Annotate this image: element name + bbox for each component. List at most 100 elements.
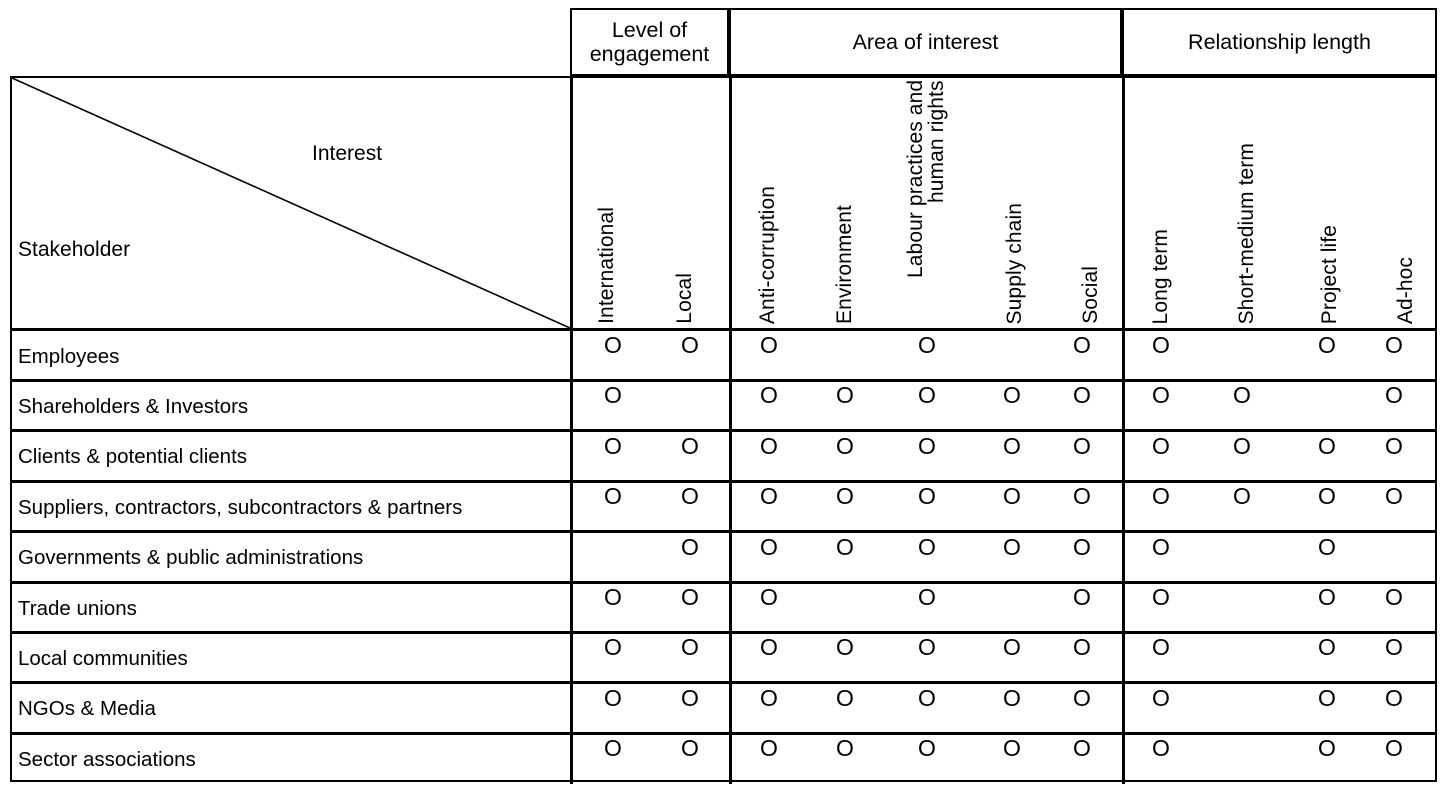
mark-cell: O bbox=[760, 584, 778, 610]
subheader-long-term: Long term bbox=[1149, 228, 1172, 324]
mark-cell: O bbox=[1318, 684, 1336, 711]
mark-cell: O bbox=[1003, 634, 1021, 661]
mark-cell: O bbox=[604, 584, 622, 610]
mark-cell: O bbox=[1152, 483, 1170, 510]
mark-cell: O bbox=[1152, 432, 1170, 459]
mark-cell: O bbox=[1073, 432, 1091, 459]
subheader-ad-hoc: Ad-hoc bbox=[1394, 256, 1417, 324]
mark-cell: O bbox=[918, 332, 936, 358]
mark-cell: O bbox=[836, 432, 854, 459]
mark-cell: O bbox=[681, 584, 699, 610]
matrix-table-body: Interest Stakeholder International Local… bbox=[10, 76, 1437, 785]
mark-cell: O bbox=[1073, 533, 1091, 560]
group-header-row: Level of engagement Area of interest Rel… bbox=[10, 8, 1437, 76]
mark-cell: O bbox=[1152, 634, 1170, 661]
mark-cell: O bbox=[1385, 684, 1403, 711]
mark-cell: O bbox=[918, 382, 936, 409]
mark-cell: O bbox=[1073, 382, 1091, 409]
mark-cell: O bbox=[760, 735, 778, 762]
mark-cell: O bbox=[1152, 382, 1170, 409]
subheader-project-life: Project life bbox=[1318, 224, 1341, 324]
mark-cell: O bbox=[836, 483, 854, 510]
matrix-grid: Level of engagement Area of interest Rel… bbox=[10, 8, 1437, 785]
mark-cell: O bbox=[760, 533, 778, 560]
subheader-environment: Environment bbox=[833, 205, 856, 324]
mark-cell: O bbox=[918, 634, 936, 661]
mark-cell: O bbox=[1318, 332, 1336, 358]
mark-cell: O bbox=[604, 332, 622, 358]
row-label: Trade unions bbox=[18, 596, 137, 620]
mark-cell: O bbox=[836, 634, 854, 661]
mark-cell: O bbox=[1385, 634, 1403, 661]
row-label: Clients & potential clients bbox=[18, 445, 248, 469]
mark-cell: O bbox=[1233, 432, 1251, 459]
mark-cell: O bbox=[1073, 735, 1091, 762]
mark-cell: O bbox=[760, 483, 778, 510]
table-row: Suppliers, contractors, subcontractors &… bbox=[12, 482, 1435, 534]
mark-cell: O bbox=[1385, 735, 1403, 762]
mark-cell: O bbox=[1318, 735, 1336, 762]
corner-header-cell: Interest Stakeholder bbox=[12, 78, 570, 328]
mark-cell: O bbox=[1233, 382, 1251, 409]
mark-cell: O bbox=[1073, 584, 1091, 610]
subheader-international: International bbox=[595, 207, 618, 324]
mark-cell: O bbox=[1318, 584, 1336, 610]
group-header-level-of-engagement: Level of engagement bbox=[570, 8, 729, 76]
mark-cell: O bbox=[1318, 533, 1336, 560]
mark-cell: O bbox=[604, 382, 622, 409]
mark-cell: O bbox=[1385, 483, 1403, 510]
mark-cell: O bbox=[918, 735, 936, 762]
mark-cell: O bbox=[836, 533, 854, 560]
row-label: Sector associations bbox=[18, 747, 196, 771]
mark-cell: O bbox=[1152, 533, 1170, 560]
mark-cell: O bbox=[604, 634, 622, 661]
row-label: Employees bbox=[18, 344, 120, 368]
row-label: NGOs & Media bbox=[18, 697, 156, 721]
mark-cell: O bbox=[1003, 735, 1021, 762]
subheader-social: Social bbox=[1079, 266, 1102, 324]
mark-cell: O bbox=[1152, 332, 1170, 358]
mark-cell: O bbox=[604, 735, 622, 762]
mark-cell: O bbox=[918, 684, 936, 711]
row-label: Shareholders & Investors bbox=[18, 394, 249, 418]
subheader-local: Local bbox=[673, 273, 696, 324]
corner-label-interest: Interest bbox=[312, 142, 383, 165]
group-header-area-of-interest: Area of interest bbox=[729, 8, 1122, 76]
subheader-labour-practices-and-human-rights: Labour practices and human rights bbox=[904, 80, 948, 279]
mark-cell: O bbox=[1318, 432, 1336, 459]
mark-cell: O bbox=[1385, 382, 1403, 409]
diagonal-divider-line bbox=[12, 78, 570, 328]
mark-cell: O bbox=[760, 634, 778, 661]
mark-cell: O bbox=[1385, 432, 1403, 459]
mark-cell: O bbox=[1003, 483, 1021, 510]
mark-cell: O bbox=[1385, 332, 1403, 358]
mark-cell: O bbox=[918, 584, 936, 610]
mark-cell: O bbox=[1233, 483, 1251, 510]
mark-cell: O bbox=[918, 483, 936, 510]
corner-label-stakeholder: Stakeholder bbox=[18, 238, 131, 261]
mark-cell: O bbox=[681, 483, 699, 510]
row-label: Local communities bbox=[18, 646, 188, 670]
mark-cell: O bbox=[1073, 634, 1091, 661]
mark-cell: O bbox=[681, 634, 699, 661]
mark-cell: O bbox=[681, 735, 699, 762]
group-header-relationship-length: Relationship length bbox=[1122, 8, 1437, 76]
mark-cell: O bbox=[836, 382, 854, 409]
mark-cell: O bbox=[1073, 332, 1091, 358]
subheader-supply-chain: Supply chain bbox=[1003, 202, 1026, 324]
divider-under-subheaders bbox=[12, 328, 1435, 331]
mark-cell: O bbox=[1318, 483, 1336, 510]
mark-cell: O bbox=[836, 735, 854, 762]
mark-cell: O bbox=[681, 684, 699, 711]
mark-cell: O bbox=[681, 332, 699, 358]
mark-cell: O bbox=[1152, 684, 1170, 711]
mark-cell: O bbox=[1385, 584, 1403, 610]
